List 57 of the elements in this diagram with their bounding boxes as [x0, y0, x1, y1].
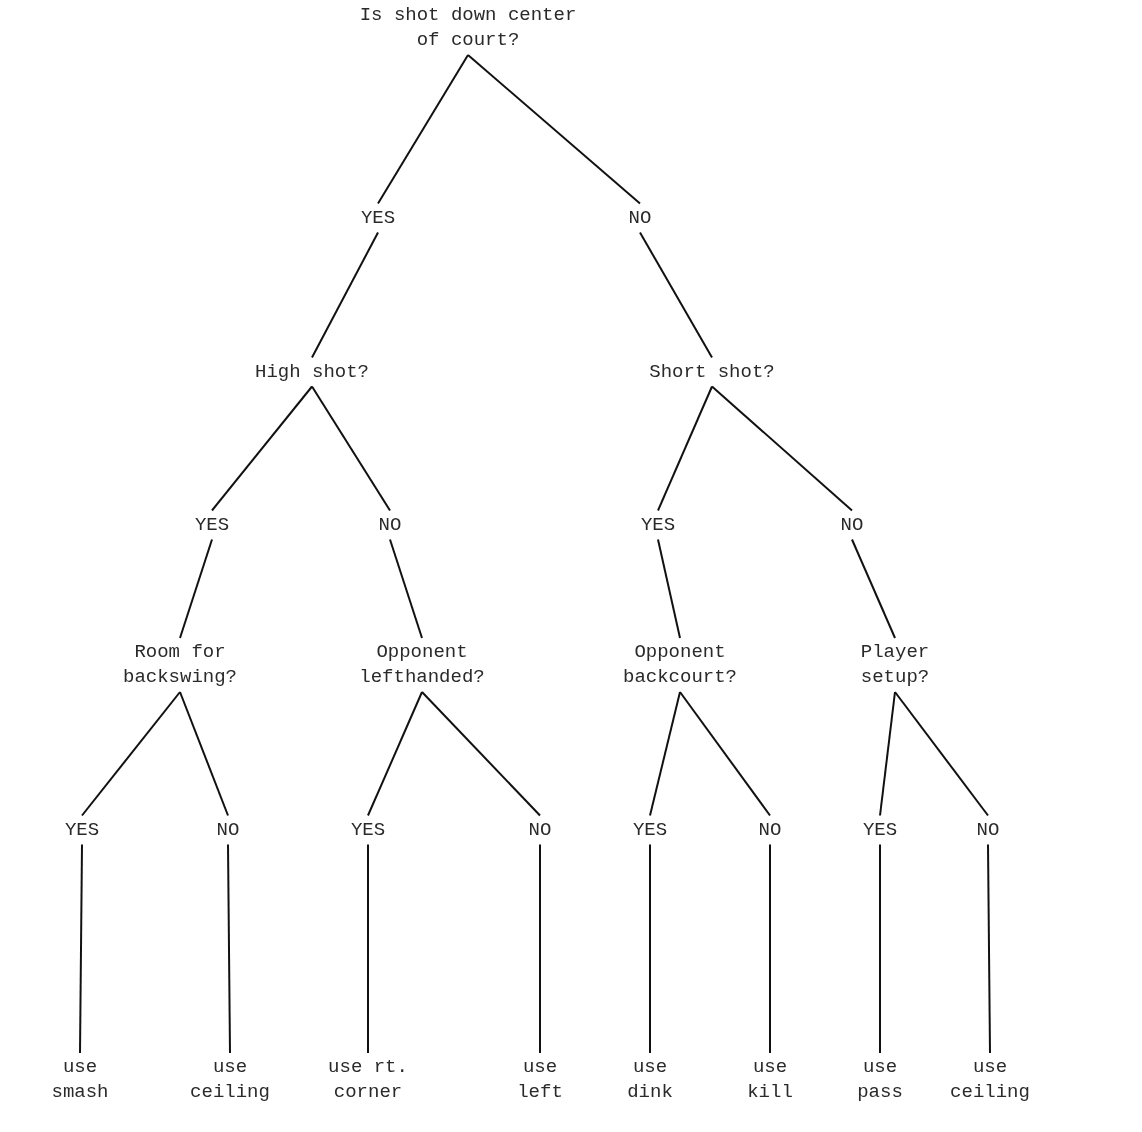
tree-node-text: Opponent lefthanded? — [342, 638, 502, 692]
tree-node-text: NO — [610, 203, 670, 233]
root-question: Is shot down center of court? — [348, 1, 588, 55]
tree-node-text: use rt. corner — [313, 1053, 423, 1107]
connector-line — [894, 691, 989, 817]
tree-node-text: YES — [343, 815, 393, 845]
connector-line — [79, 843, 83, 1054]
tree-node-text: YES — [57, 815, 107, 845]
tree-node-text: use kill — [730, 1053, 810, 1107]
connector-line — [311, 231, 379, 359]
connector-line — [377, 54, 469, 205]
connector-line — [227, 843, 231, 1054]
connector-line — [987, 843, 991, 1054]
tree-node-text: NO — [515, 815, 565, 845]
tree-node-text: Opponent backcourt? — [605, 638, 755, 692]
tree-node-text: YES — [628, 510, 688, 540]
tree-node-text: use pass — [840, 1053, 920, 1107]
connector-line — [367, 843, 369, 1054]
tree-node-text: use left — [500, 1053, 580, 1107]
connector-line — [657, 385, 713, 512]
connector-line — [851, 538, 896, 639]
connector-line — [311, 385, 391, 512]
connector-line — [539, 843, 541, 1054]
connector-line — [879, 691, 896, 817]
tree-node-text: use ceiling — [940, 1053, 1040, 1107]
connector-line — [879, 843, 881, 1054]
connector-line — [81, 691, 181, 817]
connector-line — [679, 691, 771, 817]
connector-line — [179, 538, 213, 639]
tree-node-text: NO — [745, 815, 795, 845]
tree-node-text: NO — [360, 510, 420, 540]
tree-node-text: NO — [203, 815, 253, 845]
connector-line — [179, 691, 229, 817]
connector-line — [367, 691, 423, 817]
tree-node-text: Room for backswing? — [105, 638, 255, 692]
connector-line — [421, 691, 541, 817]
connector-line — [657, 538, 681, 639]
connector-line — [649, 691, 681, 817]
connector-line — [769, 843, 771, 1054]
tree-node-text: YES — [625, 815, 675, 845]
tree-node-text: use dink — [610, 1053, 690, 1107]
tree-node-text: use ceiling — [180, 1053, 280, 1107]
tree-node-text: YES — [348, 203, 408, 233]
tree-node-text: NO — [963, 815, 1013, 845]
connector-line — [389, 538, 423, 639]
connector-line — [467, 54, 641, 205]
tree-node-text: YES — [182, 510, 242, 540]
connector-line — [711, 385, 853, 512]
tree-node-text: YES — [855, 815, 905, 845]
connector-line — [211, 385, 313, 512]
connector-line — [649, 843, 651, 1054]
tree-node-text: Short shot? — [632, 357, 792, 387]
tree-node-text: High shot? — [237, 357, 387, 387]
connector-line — [639, 231, 713, 359]
tree-node-text: use smash — [40, 1053, 120, 1107]
tree-node-text: Player setup? — [840, 638, 950, 692]
tree-node-text: NO — [822, 510, 882, 540]
